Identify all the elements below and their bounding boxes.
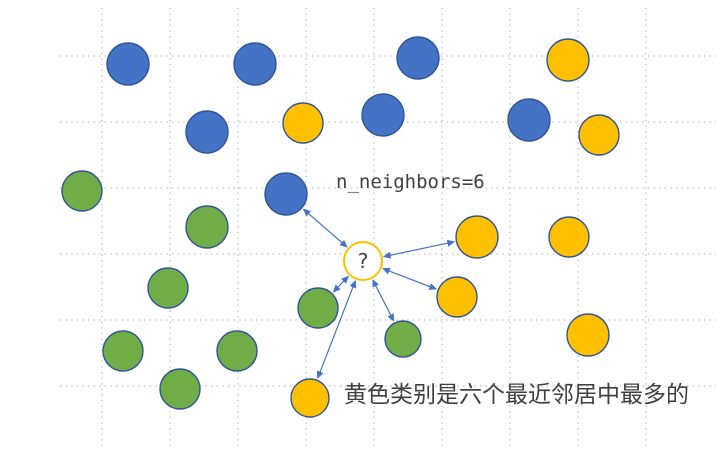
query-label: ? xyxy=(358,249,369,273)
neighbor-arrow xyxy=(372,279,395,322)
data-point-blue xyxy=(185,110,229,154)
data-point-green xyxy=(185,205,229,249)
caption-text: 黄色类别是六个最近邻居中最多的 xyxy=(344,382,689,408)
neighbor-arrow xyxy=(381,267,438,290)
neighbor-arrow xyxy=(382,239,456,259)
query-point xyxy=(343,241,383,281)
data-point-green xyxy=(147,267,189,309)
data-point-blue xyxy=(264,172,308,216)
data-point-yellow xyxy=(546,38,590,82)
data-point-yellow xyxy=(290,378,330,418)
data-point-green xyxy=(102,330,144,372)
data-point-green xyxy=(61,170,103,212)
data-point-blue xyxy=(106,42,150,86)
data-point-yellow xyxy=(578,114,620,156)
param-label: n_neighbors=6 xyxy=(336,171,485,193)
data-point-yellow xyxy=(566,313,610,357)
neighbor-arrow xyxy=(316,279,357,380)
data-point-green xyxy=(216,330,258,372)
data-point-yellow xyxy=(548,216,590,258)
data-point-green xyxy=(159,368,201,410)
neighbor-arrow xyxy=(302,208,348,248)
data-point-green xyxy=(297,287,339,329)
data-point-blue xyxy=(396,36,440,80)
data-point-blue xyxy=(361,93,405,137)
data-point-yellow xyxy=(455,215,499,259)
data-point-yellow xyxy=(436,276,478,318)
neighbor-arrow xyxy=(332,275,349,293)
data-point-yellow xyxy=(282,102,324,144)
data-point-green xyxy=(384,320,422,358)
data-point-blue xyxy=(233,42,277,86)
data-point-blue xyxy=(507,98,551,142)
